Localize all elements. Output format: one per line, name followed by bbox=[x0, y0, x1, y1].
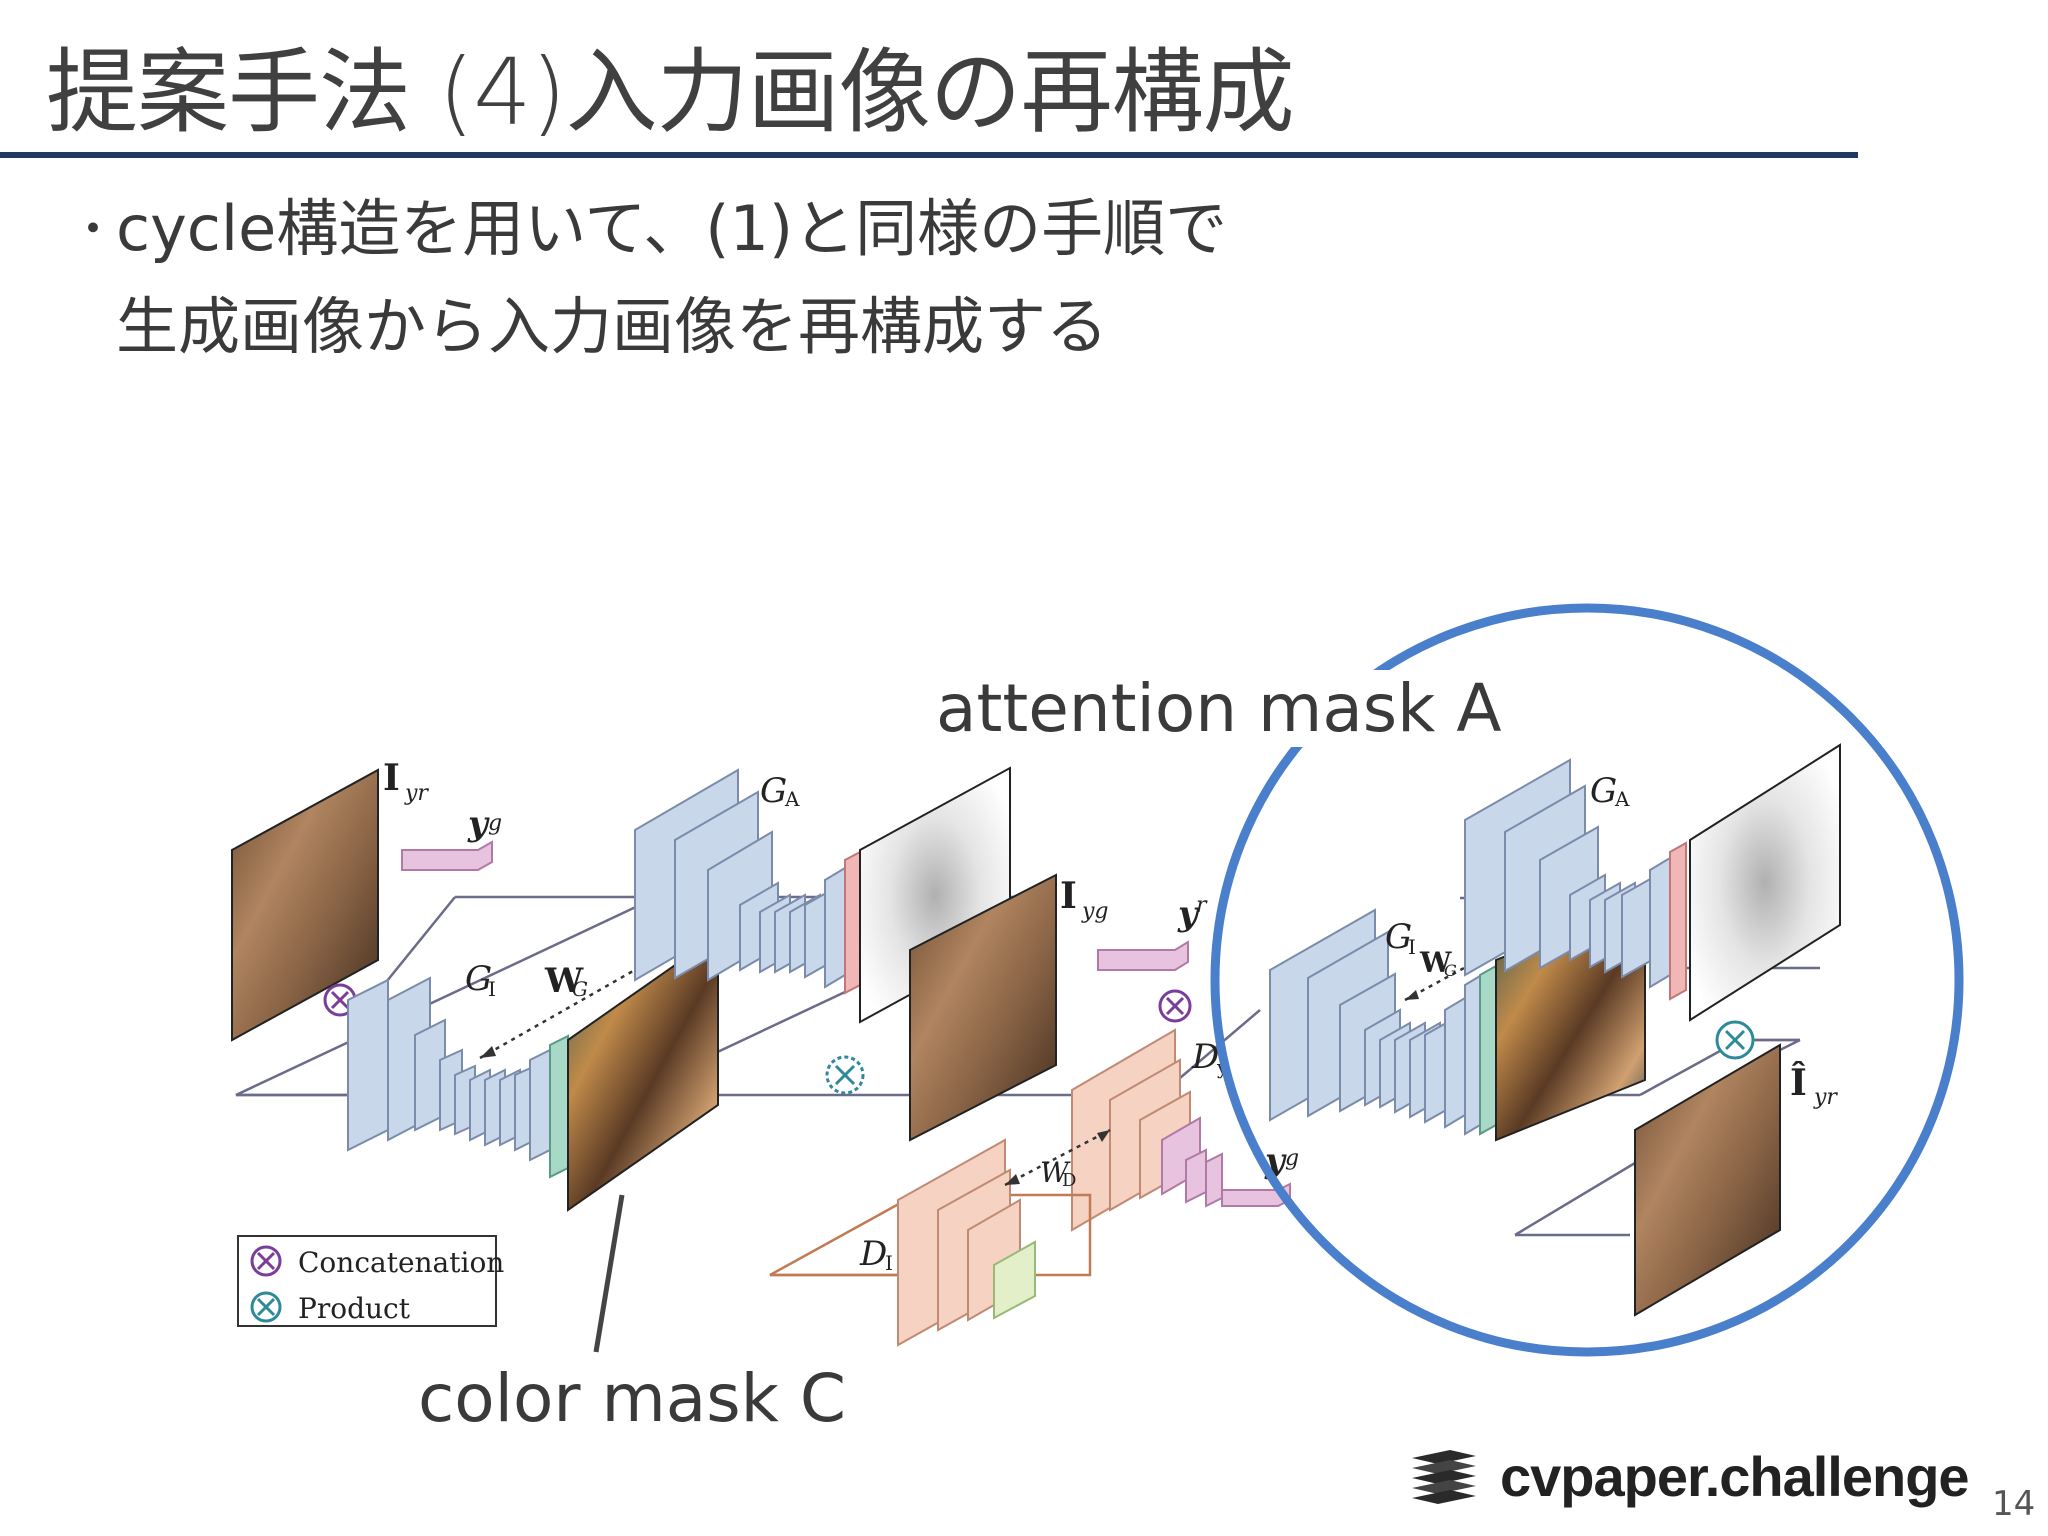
bullet-item: ・ cycle構造を用いて、(1)と同様の手順で 生成画像から入力画像を再構成す… bbox=[70, 180, 1227, 376]
callout-attention-mask: attention mask A bbox=[930, 670, 1508, 747]
label-di: D bbox=[859, 1234, 887, 1274]
title-underline bbox=[0, 152, 1858, 158]
condition-vector-yg bbox=[401, 840, 493, 871]
generator-ga-right bbox=[1464, 758, 1671, 989]
callout-color-mask: color mask C bbox=[412, 1360, 852, 1437]
cvpaper-logo-icon bbox=[1412, 1450, 1476, 1504]
legend-product: Product bbox=[298, 1292, 411, 1325]
label-yg: y bbox=[467, 804, 490, 844]
slide-title: 提案手法 (4)入力画像の再構成 bbox=[46, 39, 1295, 146]
highlight-circle bbox=[1210, 603, 1964, 1357]
label-ga-left: G bbox=[760, 771, 787, 811]
bullet-line-2: 生成画像から入力画像を再構成する bbox=[116, 290, 1109, 363]
label-gi-right: G bbox=[1385, 917, 1412, 957]
label-iyr: I bbox=[383, 757, 400, 799]
discriminator-dy bbox=[1071, 1028, 1291, 1232]
attention-mask-right bbox=[1689, 743, 1841, 1022]
label-iyr-hat-sub: yr bbox=[1813, 1085, 1838, 1110]
page-number: 14 bbox=[1992, 1484, 2036, 1524]
legend: Concatenation Product bbox=[237, 1235, 504, 1327]
bullet-dot: ・ bbox=[70, 202, 116, 256]
label-yg-right-sub: g bbox=[1285, 1146, 1299, 1171]
cvpaper-logo-text: cvpaper.challenge bbox=[1500, 1445, 1970, 1508]
legend-concatenation: Concatenation bbox=[298, 1246, 504, 1279]
generated-image-iyg bbox=[909, 873, 1057, 1142]
label-yr: y bbox=[1177, 894, 1200, 934]
label-wd-sub: D bbox=[1062, 1170, 1076, 1191]
generator-ga-left bbox=[634, 768, 846, 989]
label-wg-right: W bbox=[1419, 946, 1452, 979]
label-wg-right-sub: G bbox=[1444, 961, 1457, 980]
label-iyg-sub: yg bbox=[1081, 899, 1109, 924]
discriminator-di bbox=[897, 1138, 1036, 1347]
label-gi-left-sub: I bbox=[488, 977, 496, 1001]
color-mask-pointer bbox=[593, 1194, 625, 1353]
condition-vector-yr bbox=[1097, 940, 1189, 971]
input-image-iyr bbox=[231, 768, 379, 1042]
label-yr-sub: r bbox=[1196, 893, 1208, 918]
label-wd: W bbox=[1040, 1156, 1071, 1189]
label-iyr-hat: Î bbox=[1790, 1062, 1807, 1104]
reconstructed-image-iyr bbox=[1634, 1043, 1781, 1317]
label-di-sub: I bbox=[885, 1251, 893, 1275]
label-gi-right-sub: I bbox=[1408, 935, 1416, 959]
label-ga-right: G bbox=[1590, 771, 1617, 811]
label-gi-left: G bbox=[465, 959, 492, 999]
label-yg-sub: g bbox=[488, 811, 502, 836]
label-iyg: I bbox=[1060, 875, 1077, 917]
label-iyr-sub: yr bbox=[404, 781, 429, 806]
label-wg-left: W bbox=[544, 961, 584, 1001]
bullet-line-1: cycle構造を用いて、(1)と同様の手順で bbox=[116, 192, 1228, 265]
generator-gi-left bbox=[347, 976, 551, 1162]
generator-gi-right bbox=[1269, 908, 1481, 1136]
label-ga-right-sub: A bbox=[1614, 787, 1630, 811]
label-ga-left-sub: A bbox=[784, 787, 800, 811]
label-dy: D bbox=[1191, 1037, 1219, 1077]
label-wg-left-sub: G bbox=[572, 977, 588, 1001]
color-mask-left bbox=[567, 933, 719, 1212]
